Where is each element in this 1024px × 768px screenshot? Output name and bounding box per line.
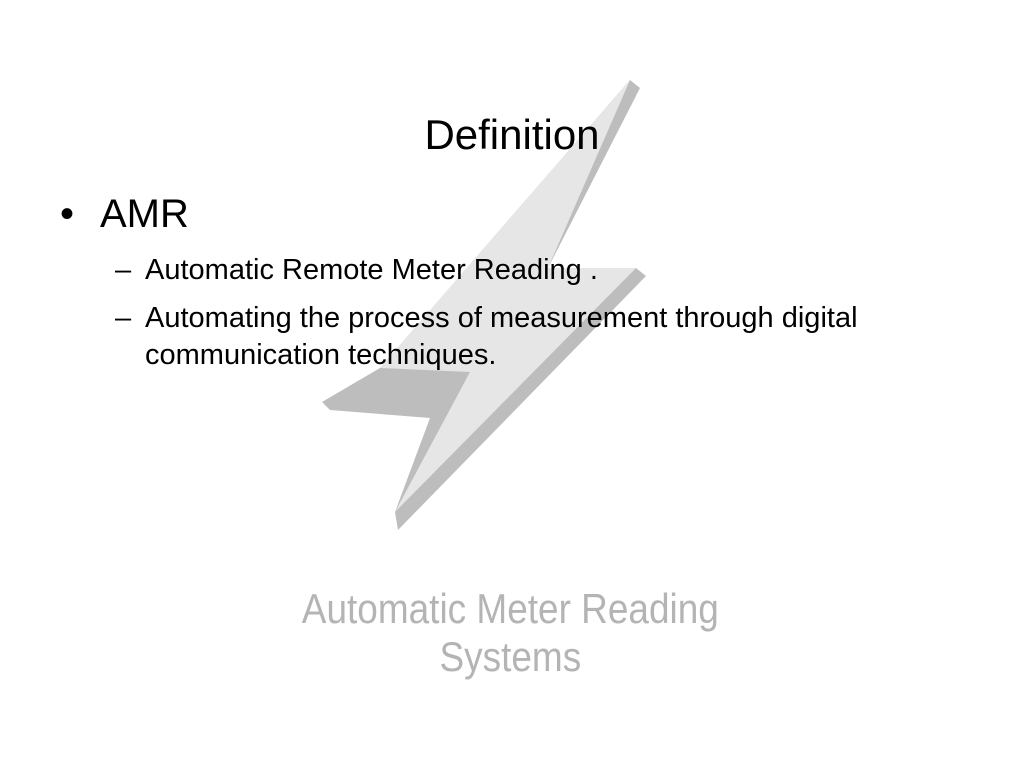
sub-bullet-marker: –	[115, 254, 132, 286]
logo-text: Automatic Meter Reading Systems	[60, 585, 961, 681]
sub-bullet-marker: –	[115, 302, 132, 334]
sub-bullet-text: Automatic Remote Meter Reading .	[145, 254, 598, 286]
logo-text-line-1: Automatic Meter Reading	[301, 585, 719, 632]
sub-bullet-item: – Automatic Remote Meter Reading .	[115, 252, 915, 289]
lightning-bolt-face	[380, 80, 636, 512]
logo-text-line-2: Systems	[439, 633, 582, 680]
bullet-text: AMR	[100, 192, 189, 236]
bullet-item: • AMR	[60, 190, 189, 238]
sub-bullet-item: – Automating the process of measurement …	[115, 300, 915, 374]
sub-bullet-text: Automating the process of measurement th…	[145, 302, 858, 371]
bullet-marker: •	[60, 192, 75, 236]
slide-title: Definition	[424, 111, 600, 158]
